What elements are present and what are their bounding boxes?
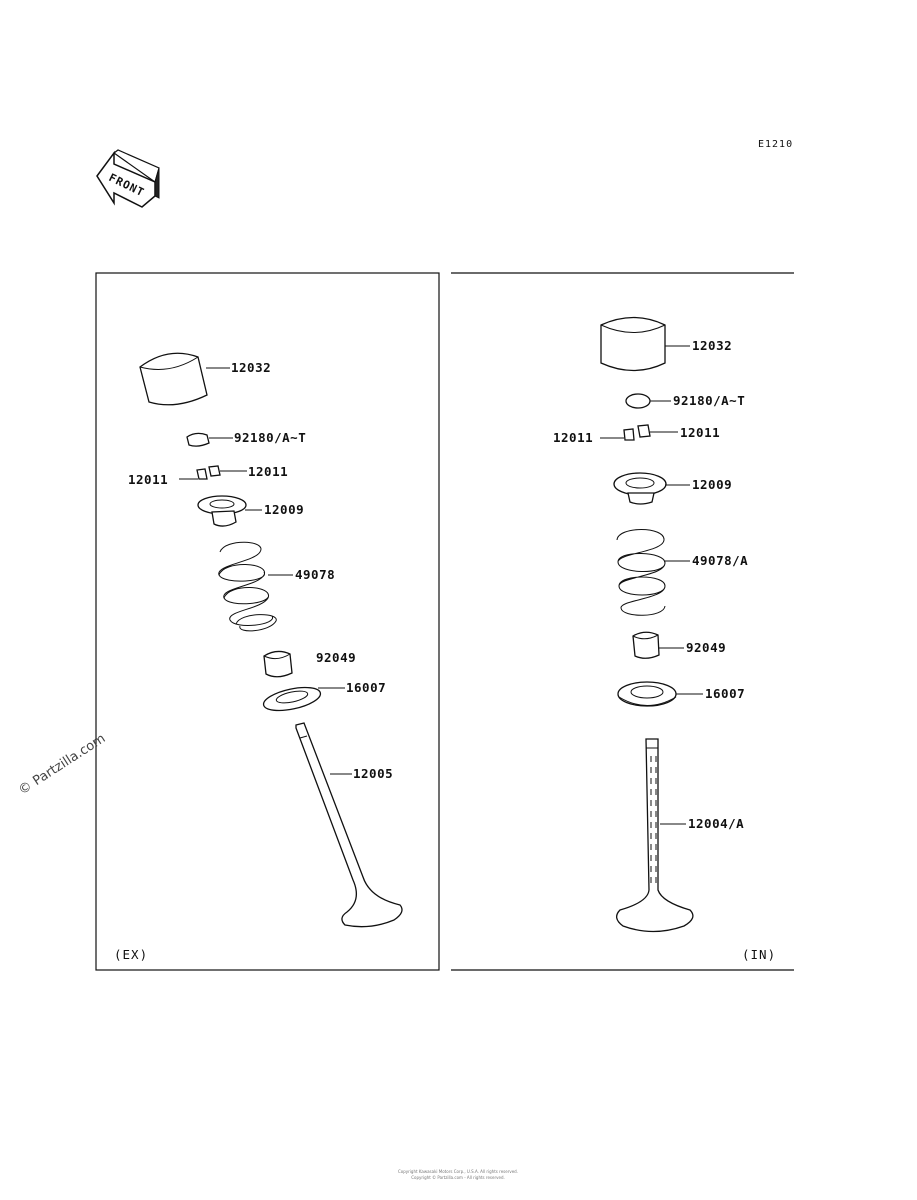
ex-seal [263,650,293,678]
in-spring [616,529,666,616]
in-tappet [600,316,666,372]
in-label-retainer: 12009 [692,477,732,492]
ex-tappet [139,352,208,406]
exhaust-panel-frame [95,272,440,971]
in-label-shim: 92180/A~T [673,393,745,408]
in-label-cotter-left: 12011 [553,430,593,445]
front-arrow-icon: FRONT [96,149,160,208]
in-spring-seat [617,681,677,707]
in-valve [616,738,694,933]
ex-label-cotter-right: 12011 [248,464,288,479]
in-shim [625,393,651,409]
ex-label-valve: 12005 [353,766,393,781]
ex-label-cotter-left: 12011 [128,472,168,487]
in-retainer [613,472,667,505]
ex-retainer [197,495,247,527]
ex-label-seal: 92049 [316,650,356,665]
partzilla-watermark: © Partzilla.com [16,731,108,798]
footer-copyright-2: Copyright © Partzilla.com - All rights r… [411,1175,505,1180]
ex-label-spring-seat: 16007 [346,680,386,695]
in-seal [632,631,660,659]
ex-label-shim: 92180/A~T [234,430,306,445]
ex-label-retainer: 12009 [264,502,304,517]
footer-copyright-1: Copyright Kawasaki Motors Corp., U.S.A. … [398,1169,518,1174]
in-label-tappet: 12032 [692,338,732,353]
in-label-cotter-right: 12011 [680,425,720,440]
ex-section-label: (EX) [114,947,148,962]
in-cotters [623,424,651,441]
ex-spring-seat [262,686,322,712]
diagram-code: E1210 [758,139,793,150]
ex-shim [186,432,210,447]
ex-cotters [196,465,221,480]
in-label-valve: 12004/A [688,816,744,831]
in-label-spring: 49078/A [692,553,748,568]
intake-panel-frame [451,272,794,971]
in-label-seal: 92049 [686,640,726,655]
ex-spring [218,541,277,632]
in-section-label: (IN) [742,947,776,962]
in-label-spring-seat: 16007 [705,686,745,701]
ex-valve [295,722,403,928]
ex-label-spring: 49078 [295,567,335,582]
ex-label-tappet: 12032 [231,360,271,375]
